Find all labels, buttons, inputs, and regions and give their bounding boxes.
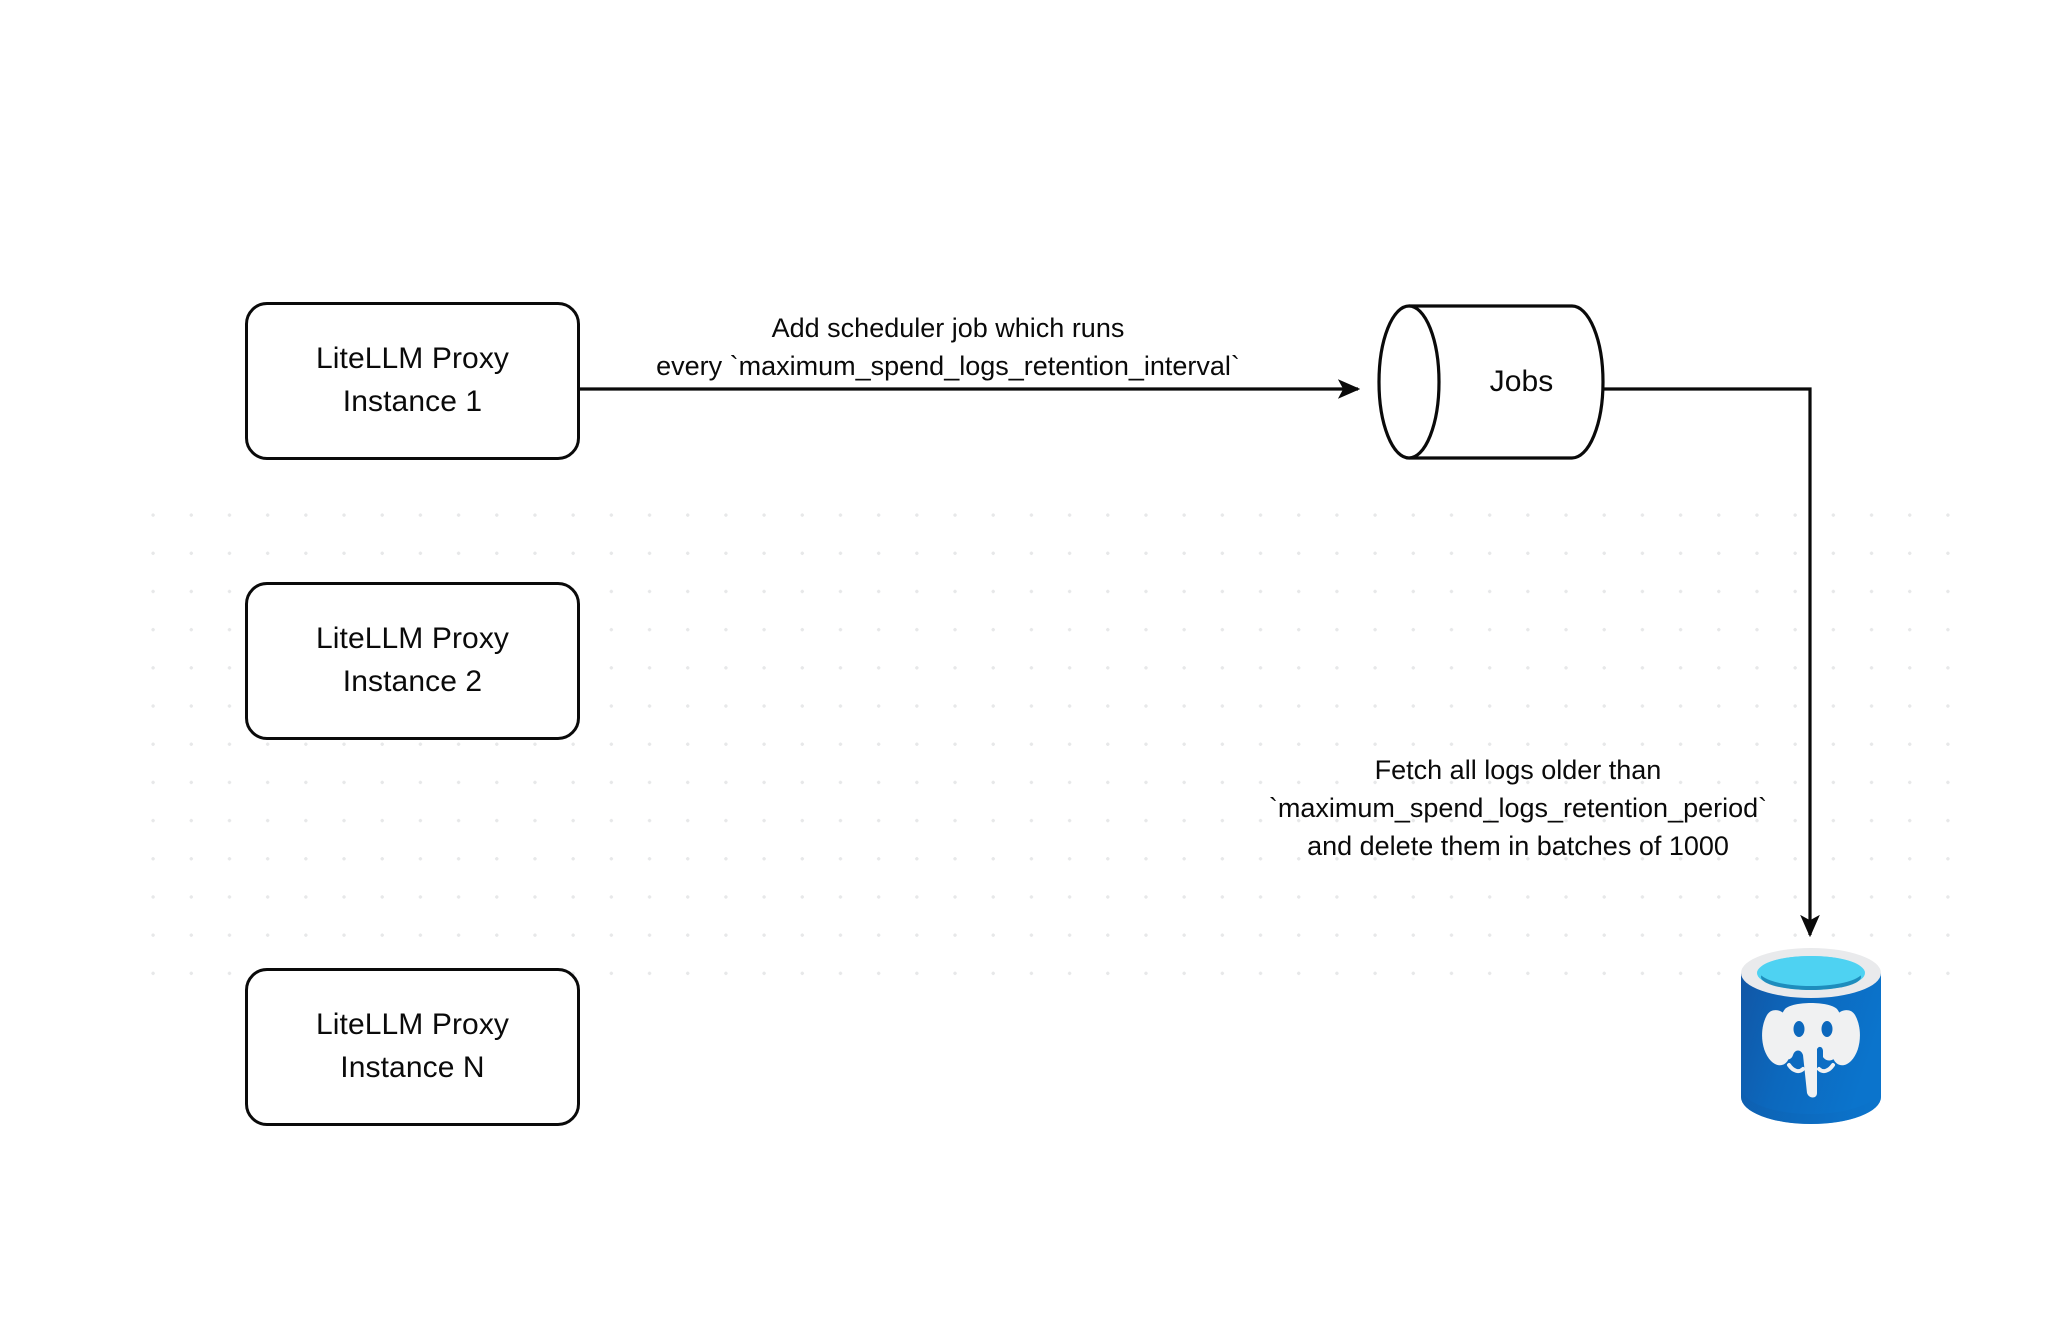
node-jobs-store[interactable]: Jobs [1377,303,1605,461]
node-litellm-proxy-instance-1[interactable]: LiteLLM Proxy Instance 1 [245,302,580,460]
node-litellm-proxy-instance-n[interactable]: LiteLLM Proxy Instance N [245,968,580,1126]
node-label-line-1: LiteLLM Proxy [315,342,510,376]
node-label-line-1: LiteLLM Proxy [315,1008,510,1042]
dot-grid-background [128,490,1968,1005]
node-jobs-label: Jobs [1489,365,1554,398]
node-label-line-1: LiteLLM Proxy [315,622,510,656]
cylinder-shape [1377,304,1605,460]
edge-label-line-1: Add scheduler job which runs [771,313,1125,343]
node-label-line-2: Instance 2 [342,665,483,698]
edge-label-line-3: and delete them in batches of 1000 [1307,830,1729,861]
edge-label-line-1: Fetch all logs older than [1374,755,1662,785]
node-label-line-2: Instance N [340,1051,485,1084]
node-postgresql-database[interactable] [1737,947,1885,1130]
node-litellm-proxy-instance-2[interactable]: LiteLLM Proxy Instance 2 [245,582,580,740]
edge-label-scheduler-job: Add scheduler job which runs every `maxi… [598,310,1298,386]
edge-label-line-2: `maximum_spend_logs_retention_period` [1268,792,1768,823]
postgresql-elephant-icon [1741,948,1881,1124]
edge-label-cleanup-job: Fetch all logs older than `maximum_spend… [1228,752,1808,865]
edge-label-line-2: every `maximum_spend_logs_retention_inte… [656,350,1240,381]
node-label-line-2: Instance 1 [342,385,483,418]
